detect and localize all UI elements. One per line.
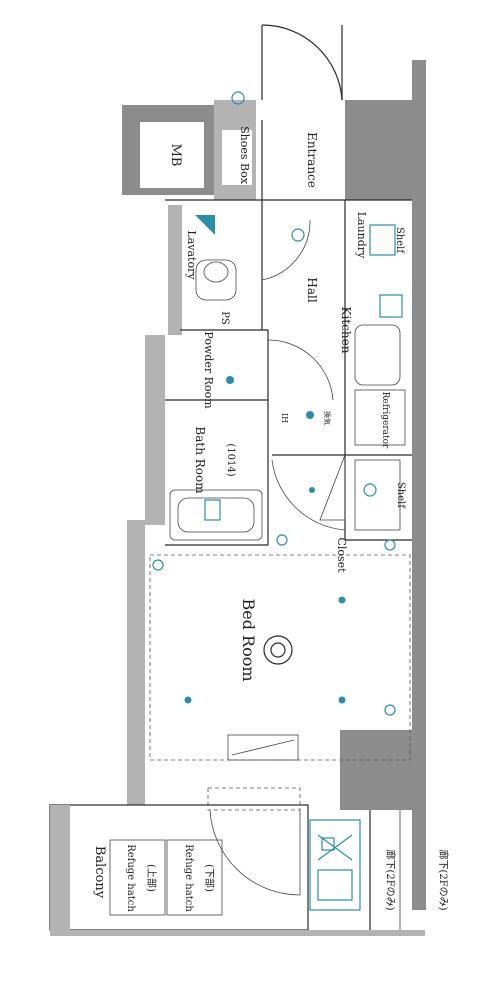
bottom-wall: [50, 930, 425, 936]
left-lavatory-wall: [168, 205, 182, 335]
label-closet: Closet: [335, 537, 348, 573]
label-refuge-hatch-left-sub: (上部): [145, 864, 158, 892]
right-exterior-wall: [412, 60, 426, 910]
label-entrance: Entrance: [305, 132, 319, 188]
bathtub: [169, 489, 263, 541]
label-ih: IH: [280, 413, 289, 423]
refuge-hatch-left-box: [109, 839, 166, 916]
bottom-right-wall-block: [340, 730, 412, 810]
outdoor-unit: [309, 819, 361, 911]
label-bath-room: Bath Room: [193, 426, 207, 494]
refrigerator-box: [354, 389, 406, 446]
hall-door-arc: [261, 219, 311, 281]
balcony-left-wall: [50, 805, 70, 930]
label-refuge-hatch-right-sub: (下部): [203, 864, 216, 892]
ceiling-light: [263, 635, 293, 665]
label-fan: 換気: [323, 411, 332, 425]
closet-door-triangle: [319, 454, 346, 521]
label-shoes-box: Shoes Box: [238, 126, 251, 185]
refuge-hatch-right-box: [166, 839, 223, 916]
balcony-outline: [49, 804, 309, 931]
label-corridor-1: 廊下(2Fのみ): [384, 849, 397, 910]
bedroom-dashed: [149, 554, 411, 761]
shoes-interior: [222, 130, 252, 185]
label-ps: PS: [219, 311, 230, 325]
mb-interior: [140, 122, 204, 188]
entrance-door-arc: [261, 24, 343, 101]
label-mb: MB: [168, 144, 183, 167]
label-balcony: Balcony: [92, 846, 107, 899]
label-laundry: Laundry: [355, 212, 368, 259]
toilet: [195, 259, 237, 301]
label-corridor-2: 廊下(2Fのみ): [437, 849, 450, 910]
bedroom-door-arc: [271, 459, 346, 531]
label-shelf-mid: Shelf: [395, 482, 406, 509]
label-bath-size: (1014): [225, 443, 236, 476]
kitchen-sink: [354, 324, 401, 386]
label-lavatory: Lavatory: [185, 230, 198, 280]
label-shelf-top: Shelf: [394, 227, 405, 254]
balcony-door-arc: [209, 809, 301, 896]
label-refrigerator: Refrigerator: [380, 392, 390, 449]
label-kitchen: Kitchen: [339, 307, 353, 354]
label-hall: Hall: [305, 277, 319, 302]
top-right-wall-block: [345, 100, 412, 200]
label-refuge-hatch-right: Refuge hatch: [183, 844, 194, 912]
label-bed-room: Bed Room: [239, 598, 258, 681]
label-refuge-hatch-left: Refuge hatch: [125, 844, 136, 912]
powder-door-arc: [267, 339, 334, 401]
left-exterior-wall: [127, 520, 145, 805]
left-bath-wall: [145, 335, 165, 525]
kitchen-shelf-box: [354, 459, 401, 531]
bedroom-window-unit: [227, 734, 299, 761]
label-powder-room: Powder Room: [202, 331, 215, 409]
